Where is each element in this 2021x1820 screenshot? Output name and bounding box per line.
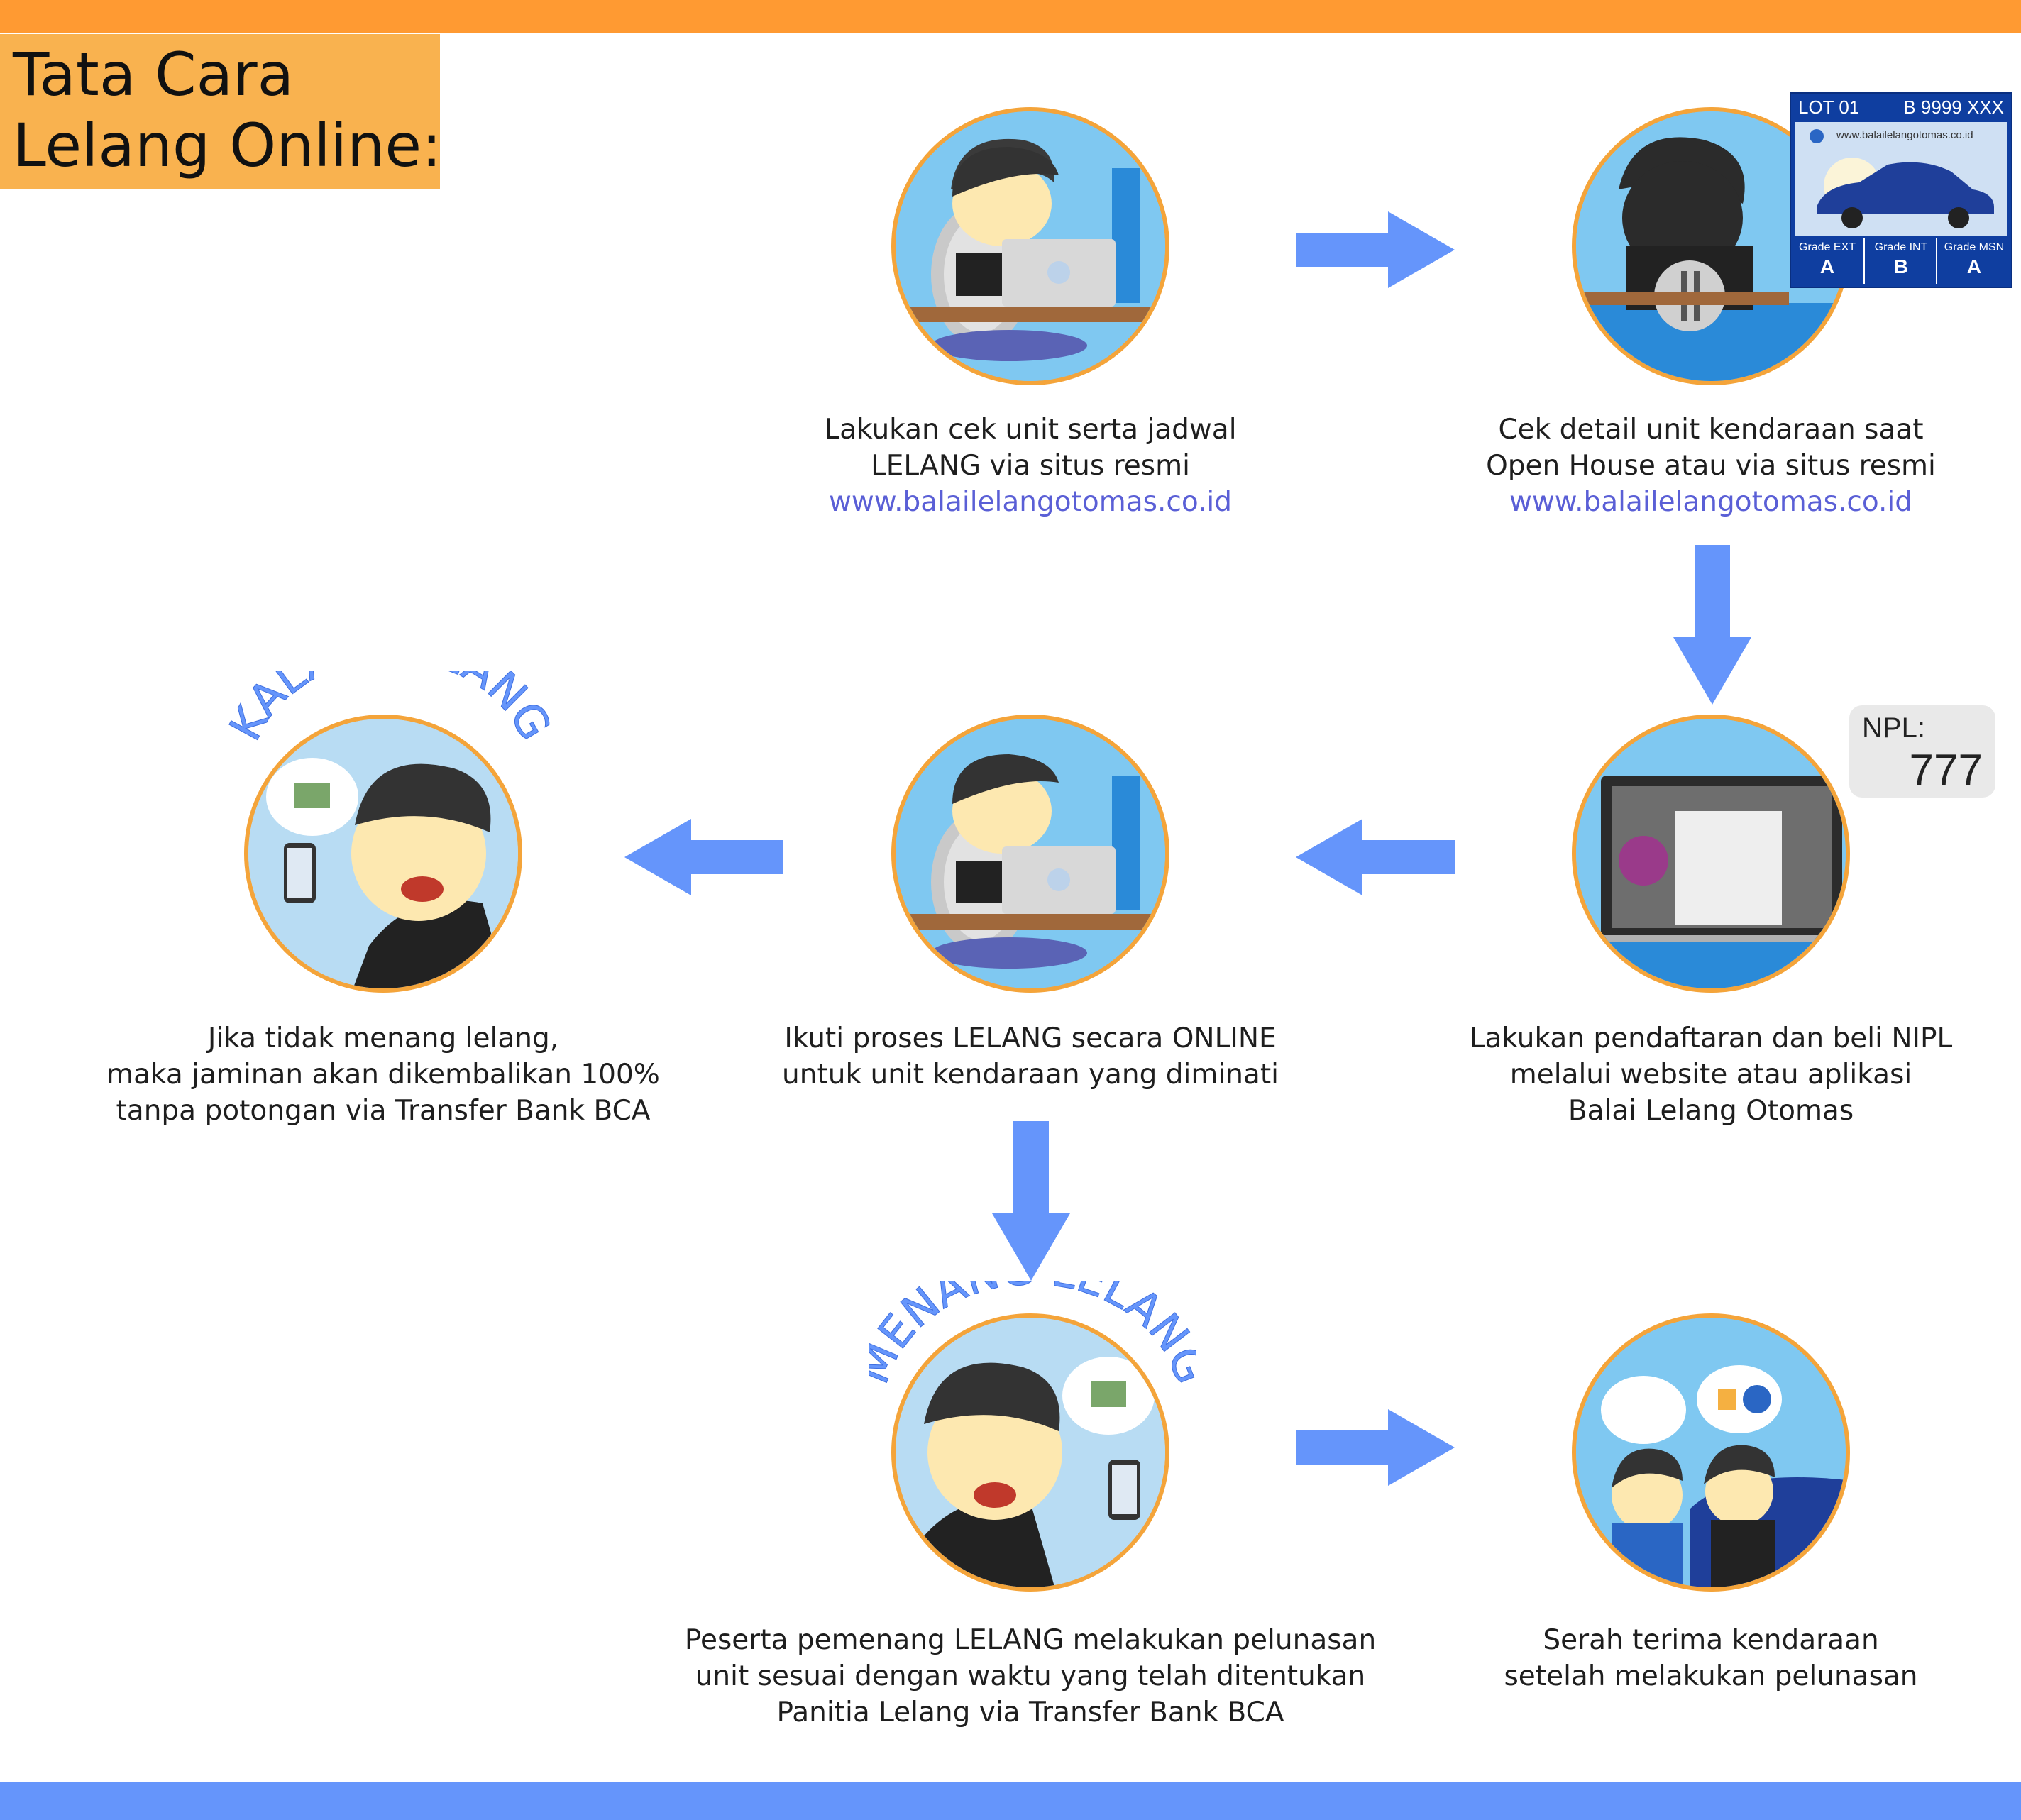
step6-illustration	[891, 1313, 1169, 1592]
step1-url-link[interactable]: www.balailelangotomas.co.id	[829, 486, 1232, 518]
step2-url-link[interactable]: www.balailelangotomas.co.id	[1509, 486, 1912, 518]
arrow-right-1	[1296, 211, 1455, 288]
lot-car-image: www.balailelangotomas.co.id	[1795, 122, 2007, 236]
arrow-down-1	[1673, 545, 1751, 705]
title-line-2: Lelang Online:	[13, 111, 442, 180]
npl-label: NPL:	[1862, 712, 1925, 744]
npl-value: 777	[1909, 746, 1983, 795]
step7-caption: Serah terima kendaraan setelah melakukan…	[1504, 1624, 1918, 1692]
bottom-bar	[0, 1782, 2021, 1820]
step2-caption: Cek detail unit kendaraan saat Open Hous…	[1427, 412, 1995, 520]
step4-illustration	[891, 715, 1169, 993]
title-box: Tata Cara Lelang Online:	[0, 34, 442, 189]
top-bar	[0, 0, 2021, 33]
lot-number: LOT 01	[1798, 96, 1860, 118]
step7-illustration	[1572, 1313, 1850, 1592]
lot-card: LOT 01 B 9999 XXX www.balailelangotomas.…	[1790, 92, 2012, 288]
title-line-1: Tata Cara	[13, 40, 294, 109]
svg-text:MENANG LELANG: MENANG LELANG	[869, 1281, 1196, 1391]
svg-text:KALAH LELANG: KALAH LELANG	[227, 671, 554, 749]
lot-plate: B 9999 XXX	[1903, 96, 2004, 118]
step3-caption: Lakukan pendaftaran dan beli NIPL melalu…	[1469, 1022, 1953, 1127]
arrow-left-1	[1296, 819, 1455, 895]
step1-caption: Lakukan cek unit serta jadwal LELANG via…	[747, 412, 1314, 520]
arrow-right-2	[1296, 1409, 1455, 1486]
arrow-down-2	[992, 1121, 1070, 1281]
step5-caption: Jika tidak menang lelang, maka jaminan a…	[106, 1022, 660, 1127]
step6-caption: Peserta pemenang LELANG melakukan peluna…	[684, 1624, 1377, 1728]
step5-illustration	[244, 715, 522, 993]
npl-bubble: NPL: 777	[1849, 705, 1995, 798]
lose-stamp: KALAH LELANG	[227, 671, 554, 749]
step4-caption: Ikuti proses LELANG secara ONLINE untuk …	[782, 1022, 1279, 1091]
lot-site-url: www.balailelangotomas.co.id	[1836, 129, 1973, 141]
win-stamp: MENANG LELANG	[869, 1281, 1196, 1391]
step1-illustration	[891, 107, 1169, 385]
step3-illustration	[1572, 715, 1850, 993]
arrow-left-2	[624, 819, 783, 895]
